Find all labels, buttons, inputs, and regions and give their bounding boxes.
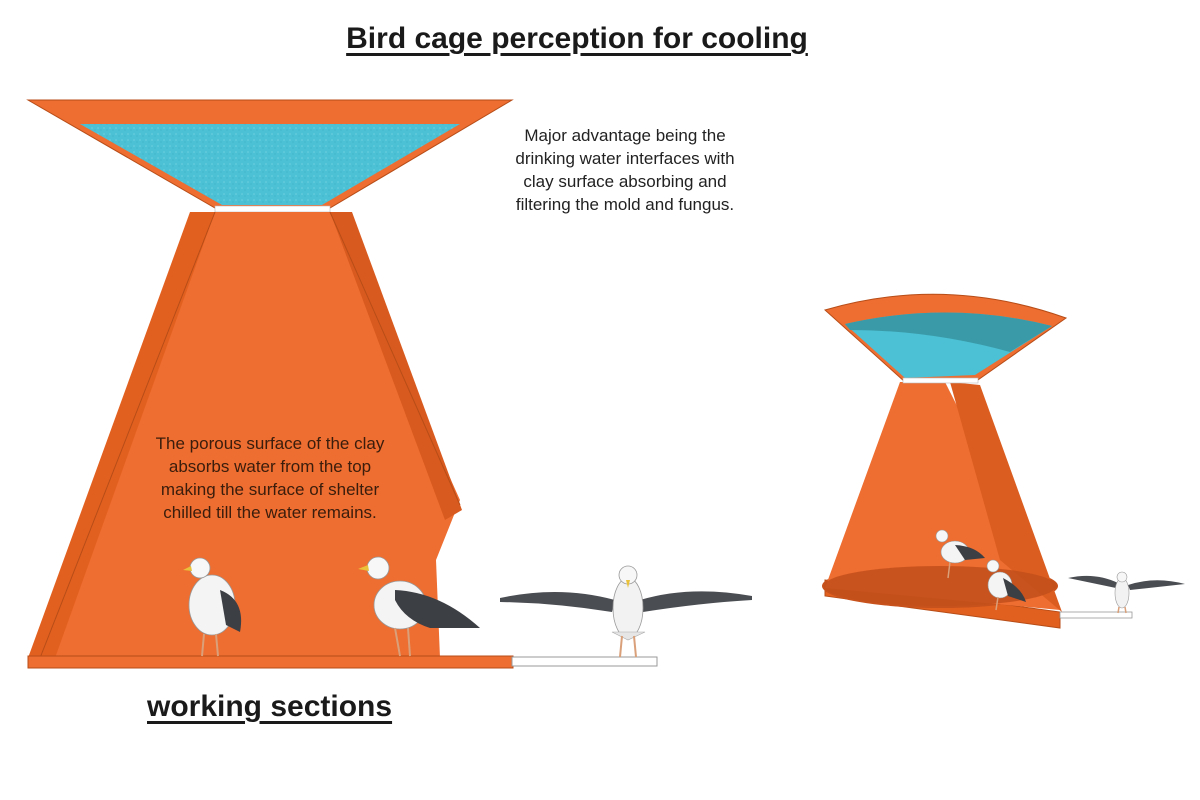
porous-note-line: chilled till the water remains. xyxy=(163,503,377,522)
advantage-note-line: clay surface absorbing and xyxy=(523,172,727,191)
large-cone-wall-left xyxy=(28,212,215,658)
advantage-note-line: Major advantage being the xyxy=(524,126,726,145)
seagull-standing-2 xyxy=(358,556,480,657)
small-cone-wall-right xyxy=(950,382,1062,612)
large-cone-wall-right xyxy=(330,212,462,520)
seagull-standing-1 xyxy=(183,557,242,657)
small-perch-bar xyxy=(1059,611,1133,619)
porous-note-line: absorbs water from the top xyxy=(168,457,372,476)
large-neck-seal xyxy=(214,205,331,213)
small-seagull-flying xyxy=(1068,571,1185,614)
large-cone-body xyxy=(28,212,460,658)
advantage-note: Major advantage being the drinking water… xyxy=(490,124,760,216)
seagull-spread-wings xyxy=(500,565,752,658)
porous-note-line: The porous surface of the clay xyxy=(155,434,385,453)
porous-note-line: making the surface of shelter xyxy=(160,480,380,499)
perch-bar xyxy=(511,656,658,667)
large-section xyxy=(26,99,658,669)
small-seagull-1 xyxy=(935,529,985,579)
large-base-plate xyxy=(27,655,514,669)
porous-note: The porous surface of the clay absorbs w… xyxy=(120,432,420,524)
large-basin-water xyxy=(80,124,460,205)
page-title: Bird cage perception for cooling xyxy=(346,22,808,55)
section-caption: working sections xyxy=(147,690,393,723)
advantage-note-line: drinking water interfaces with xyxy=(515,149,735,168)
small-seagull-2 xyxy=(986,559,1026,611)
advantage-note-line: filtering the mold and fungus. xyxy=(515,195,735,214)
